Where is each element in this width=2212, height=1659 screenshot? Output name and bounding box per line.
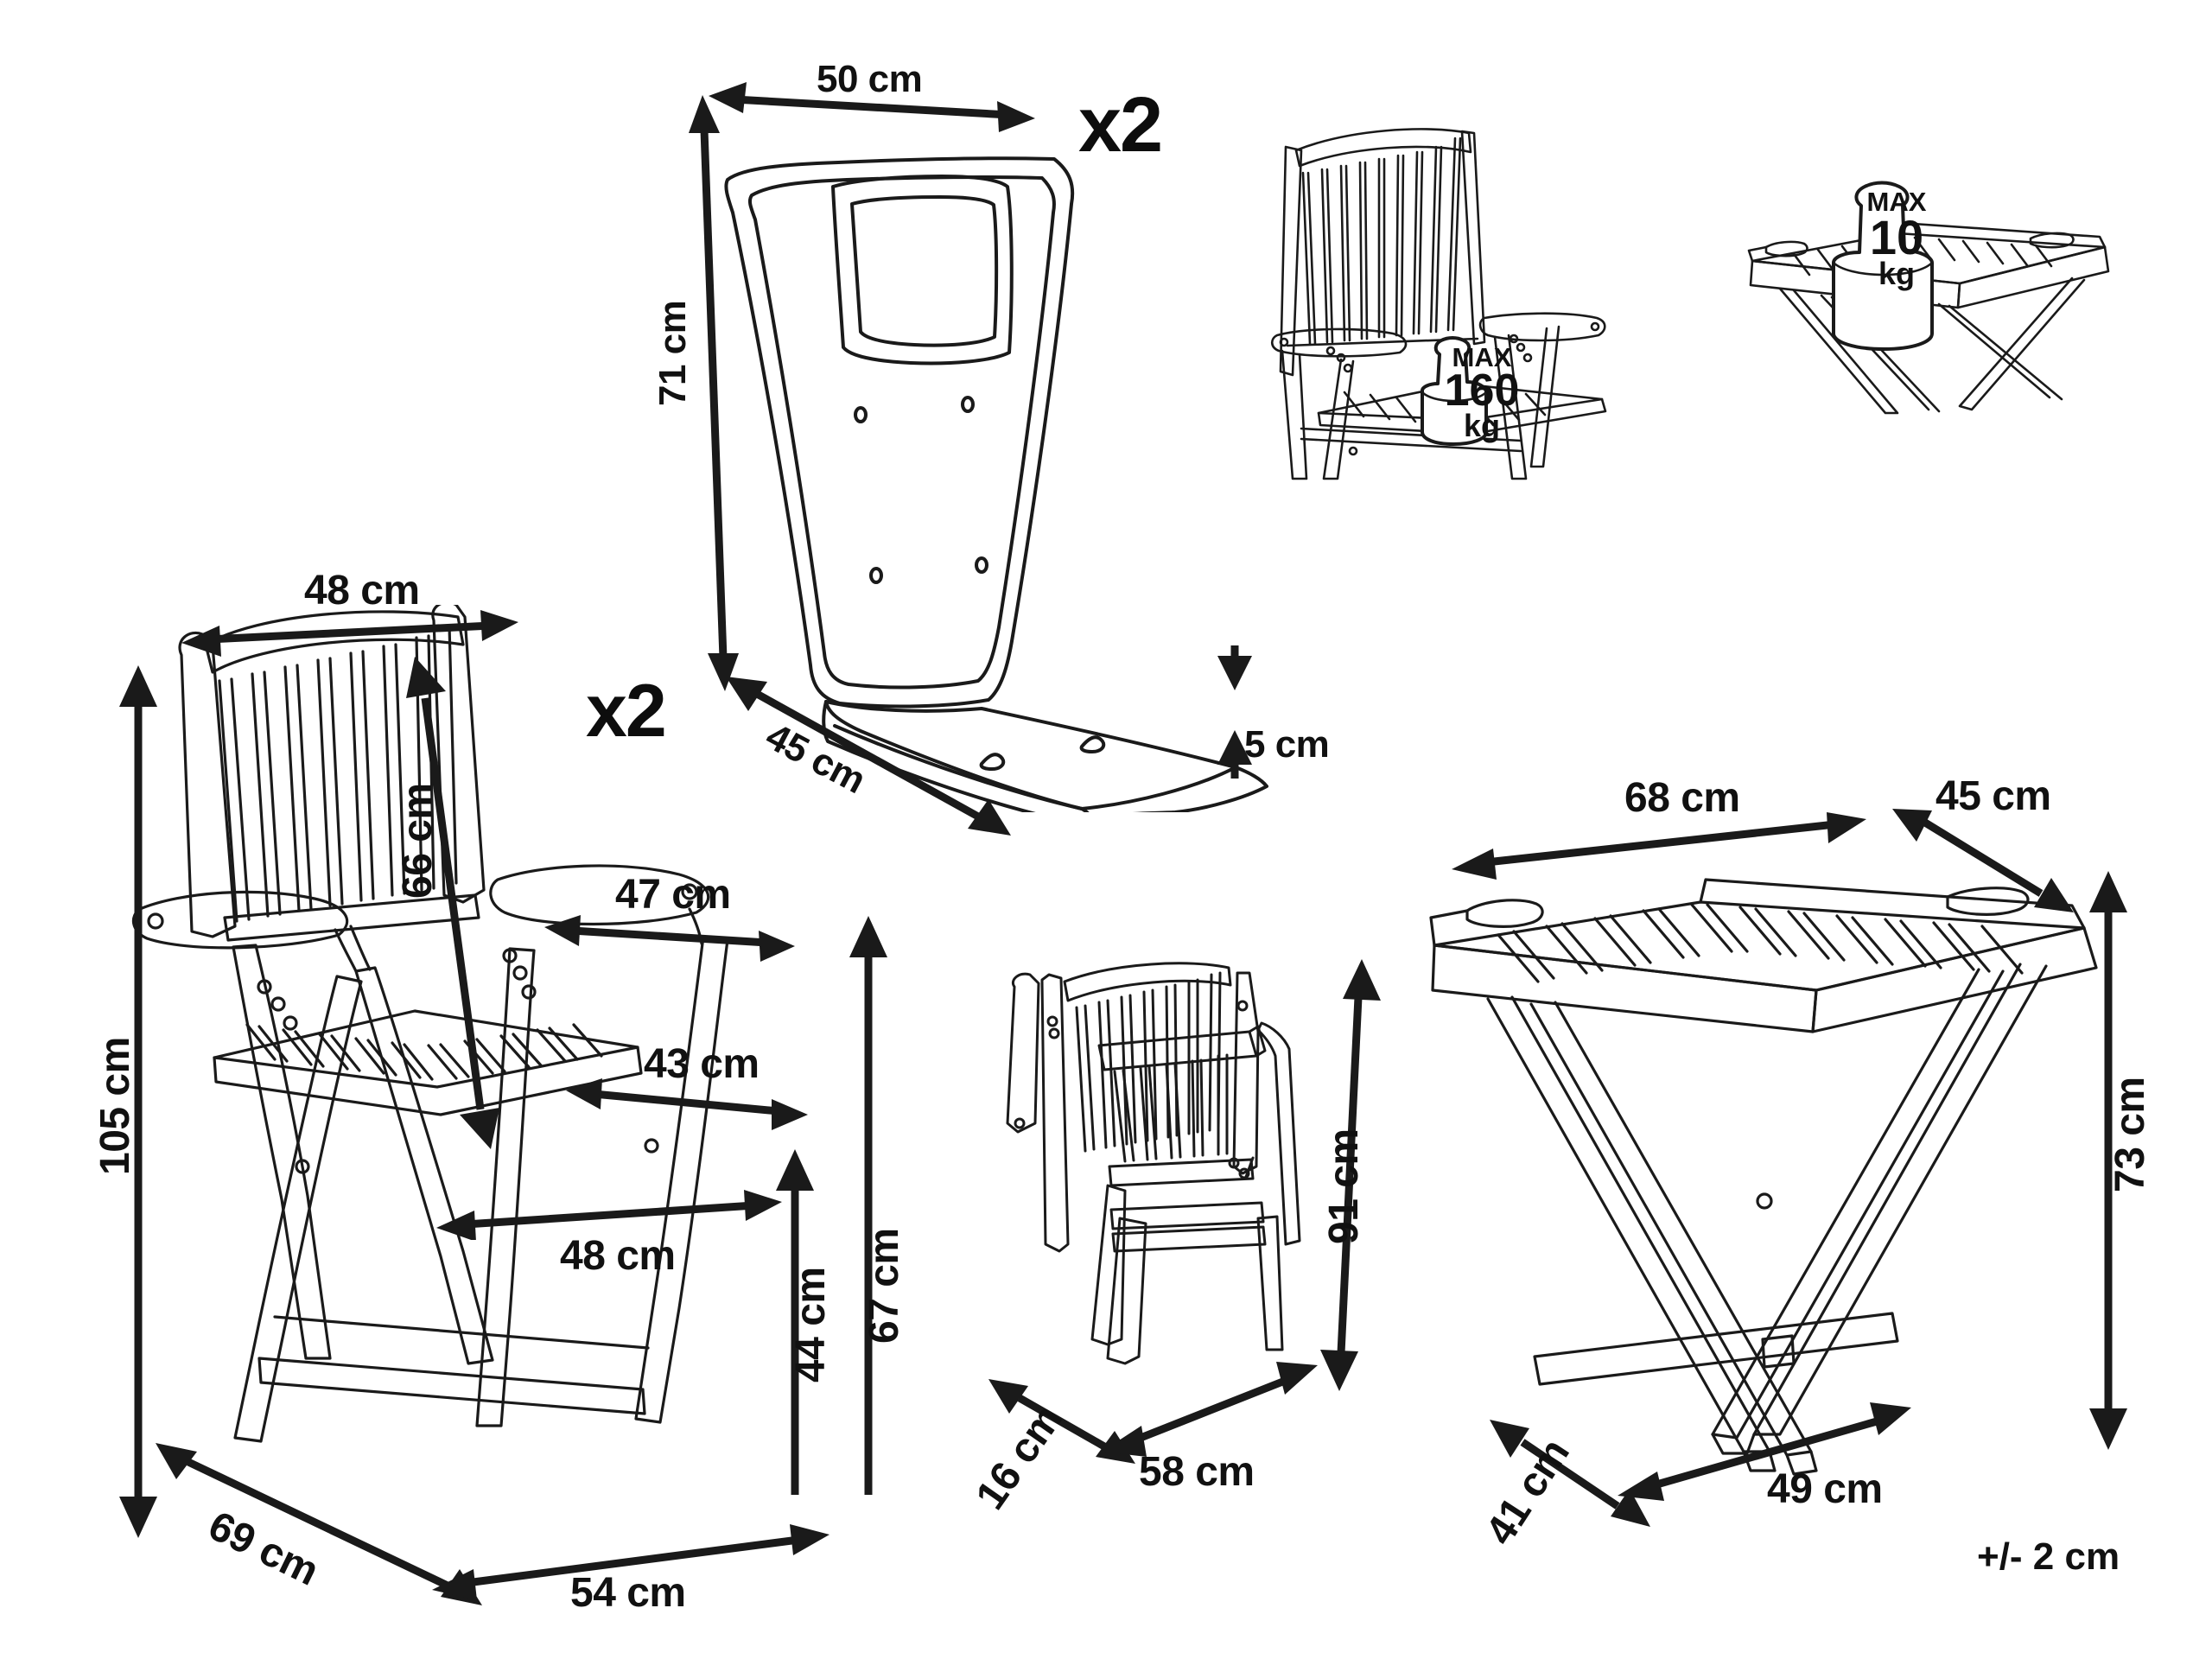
chair-seat-depth-label: 43 cm — [644, 1041, 760, 1087]
table-max-load-badge: MAX 10 kg — [1836, 187, 1957, 292]
chair-quantity-label: x2 — [586, 670, 667, 753]
chair-max-unit: kg — [1463, 408, 1500, 444]
chair-total-height-label: 105 cm — [92, 1037, 138, 1175]
cushion-quantity-label: x2 — [1078, 82, 1163, 168]
chair-seat-width-label: 48 cm — [560, 1233, 676, 1279]
cushion-width-label: 50 cm — [817, 58, 923, 100]
chair-backrest-width-label: 48 cm — [304, 568, 420, 613]
cushion-depth-dimension-arrow — [726, 677, 1011, 836]
tolerance-note: +/- 2 cm — [1977, 1535, 2120, 1578]
table-height-label: 73 cm — [2107, 1077, 2153, 1192]
chair-armrest-depth-dimension-arrow — [544, 915, 795, 962]
chair-backrest-width-dimension-arrow — [181, 610, 518, 657]
chair-seat-height-label: 44 cm — [788, 1267, 834, 1382]
table-base-width-label: 49 cm — [1767, 1466, 1883, 1512]
chair-max-load-illustration — [1270, 128, 1607, 480]
chair-backrest-height-label: 66 cm — [395, 783, 441, 899]
chair-folded-height-dimension-arrow — [1320, 959, 1381, 1391]
chair-seat-height-dimension-arrow — [776, 1149, 814, 1495]
chair-max-value: 160 — [1444, 365, 1520, 416]
table-width-dimension-arrow — [1452, 812, 1866, 880]
chair-backrest-height-dimension-arrow — [406, 657, 499, 1149]
table-max-value: 10 — [1869, 209, 1924, 264]
cushion-height-label: 71 cm — [652, 300, 694, 406]
chair-base-width-dimension-arrow — [432, 1524, 830, 1599]
chair-base-width-label: 54 cm — [570, 1570, 686, 1616]
cushion-thickness-label: 5 cm — [1244, 723, 1330, 766]
table-height-dimension-arrow — [2089, 871, 2127, 1450]
cushion-height-dimension-arrow — [689, 95, 739, 691]
chair-armrest-height-label: 67 cm — [861, 1228, 907, 1344]
chair-folded-width-dimension-arrow — [1102, 1362, 1318, 1457]
chair-seat-width-dimension-arrow — [436, 1190, 782, 1240]
cushion-width-dimension-arrow — [709, 82, 1035, 132]
table-max-word: MAX — [1866, 187, 1927, 217]
table-max-load-illustration — [1747, 181, 2110, 415]
chair-total-height-dimension-arrow — [119, 665, 157, 1538]
chair-folded-illustration — [1006, 962, 1301, 1365]
table-depth-label: 45 cm — [1936, 773, 2051, 819]
table-depth-dimension-arrow — [1892, 809, 2074, 912]
chair-illustration — [131, 605, 729, 1443]
table-illustration — [1429, 878, 2098, 1476]
table-base-depth-dimension-arrow — [1490, 1420, 1650, 1527]
table-base-width-dimension-arrow — [1618, 1402, 1911, 1501]
chair-armrest-depth-label: 47 cm — [615, 872, 731, 918]
chair-folded-height-label: 91 cm — [1321, 1128, 1367, 1244]
chair-armrest-height-dimension-arrow — [849, 916, 887, 1495]
table-width-label: 68 cm — [1624, 775, 1740, 821]
chair-folded-width-label: 58 cm — [1139, 1449, 1255, 1495]
chair-seat-depth-dimension-arrow — [566, 1078, 808, 1130]
cushion-illustration — [724, 156, 1268, 812]
chair-max-word: MAX — [1452, 342, 1512, 372]
chair-max-load-badge: MAX 160 kg — [1421, 342, 1542, 444]
table-max-unit: kg — [1878, 256, 1915, 292]
cushion-thickness-dimension-arrow — [1217, 645, 1252, 779]
